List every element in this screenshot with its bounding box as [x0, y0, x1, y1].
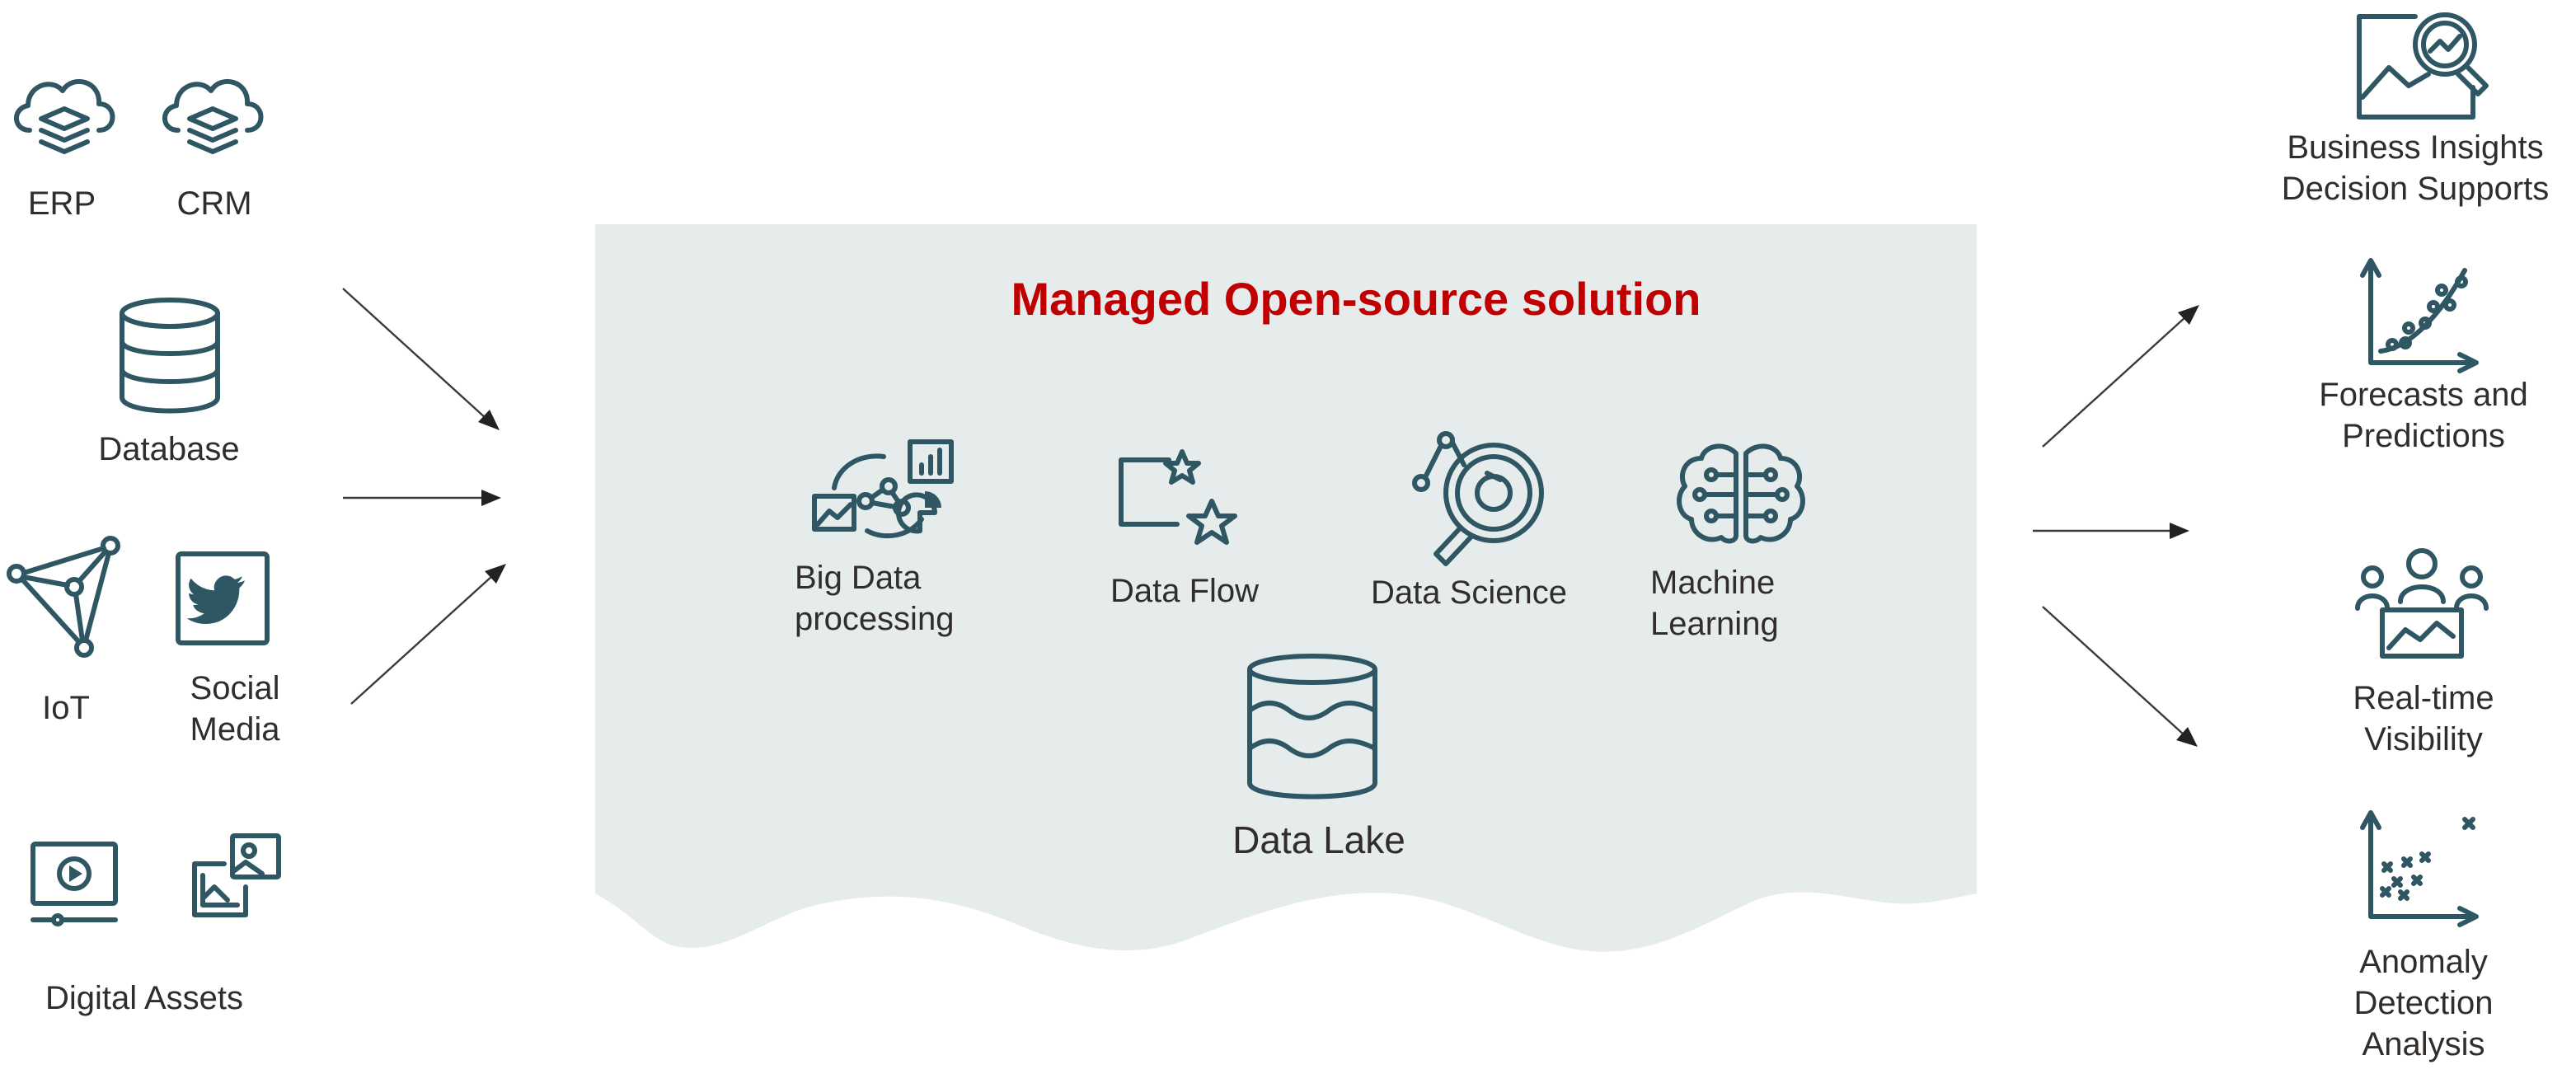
forecasts-label: Forecasts and Predictions	[2300, 374, 2547, 457]
ml-line-1: Machine	[1650, 565, 1776, 601]
forecast-scatter-icon	[2360, 258, 2479, 373]
data-lake-icon	[1247, 654, 1377, 800]
video-player-icon	[30, 842, 118, 926]
crm-cloud-icon	[162, 78, 264, 154]
database-icon	[120, 298, 220, 414]
bi-line-2: Decision Supports	[2281, 171, 2550, 207]
iot-network-icon	[7, 536, 120, 658]
business-insights-label: Business Insights Decision Supports	[2267, 127, 2564, 209]
database-label: Database	[98, 431, 240, 467]
anomaly-line-3: Analysis	[2362, 1026, 2485, 1062]
erp-label: ERP	[27, 185, 96, 222]
data-flow-label: Data Flow	[1110, 573, 1260, 609]
big-data-line-2: processing	[795, 601, 955, 637]
big-data-line-1: Big Data	[795, 560, 922, 596]
digital-assets-label: Digital Assets	[45, 980, 244, 1016]
anomaly-line-1: Anomaly	[2359, 944, 2488, 980]
visibility-label: Real-time Visibility	[2308, 678, 2539, 760]
brain-icon	[1677, 443, 1805, 544]
image-gallery-icon	[192, 833, 281, 917]
team-dashboard-icon	[2355, 548, 2489, 659]
data-science-label: Data Science	[1371, 574, 1567, 611]
social-media-label: Social Media	[157, 668, 313, 750]
business-insights-icon	[2357, 12, 2489, 120]
forecasts-line-2: Predictions	[2342, 418, 2505, 454]
data-flow-icon	[1119, 449, 1237, 545]
forecasts-line-1: Forecasts and	[2319, 377, 2528, 413]
bi-line-1: Business Insights	[2287, 129, 2544, 166]
big-data-icon	[812, 439, 954, 539]
anomaly-label: Anomaly Detection Analysis	[2308, 941, 2539, 1065]
iot-label: IoT	[42, 690, 90, 726]
social-media-line-1: Social	[190, 670, 280, 706]
data-lake-label: Data Lake	[1232, 818, 1405, 861]
social-media-line-2: Media	[190, 711, 280, 748]
visibility-line-1: Real-time	[2353, 680, 2494, 716]
machine-learning-label: Machine Learning	[1650, 562, 1832, 645]
data-science-icon	[1412, 431, 1544, 566]
twitter-icon	[176, 551, 270, 645]
big-data-label: Big Data processing	[795, 557, 992, 640]
anomaly-line-2: Detection	[2353, 985, 2494, 1021]
erp-cloud-icon	[14, 78, 115, 154]
anomaly-scatter-icon	[2360, 810, 2479, 927]
solution-title: Managed Open-source solution	[1011, 273, 1701, 325]
visibility-line-2: Visibility	[2364, 721, 2483, 757]
crm-label: CRM	[176, 185, 252, 222]
ml-line-2: Learning	[1650, 606, 1779, 642]
